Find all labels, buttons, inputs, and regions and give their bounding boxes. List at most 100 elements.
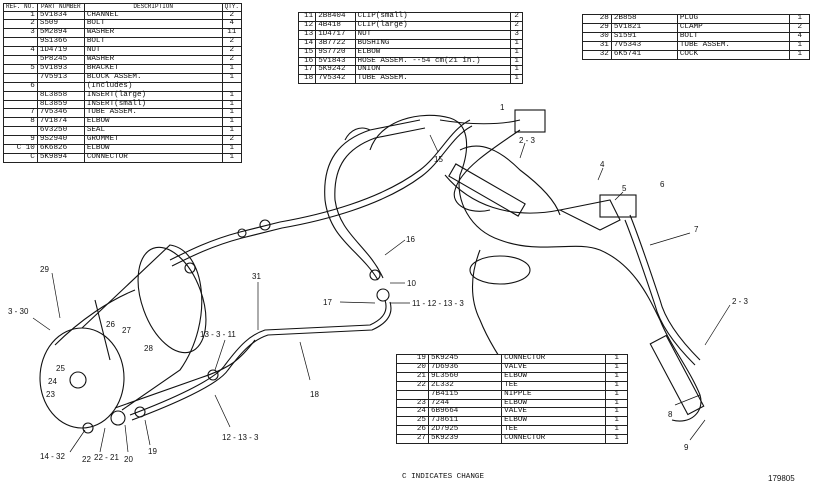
callout-5: 5 <box>622 184 627 193</box>
qty-cell: 1 <box>510 47 523 58</box>
part-number-cell: 6V3250 <box>36 126 85 137</box>
hose-assem-16b <box>334 127 426 279</box>
callout-15: 15 <box>434 155 443 164</box>
qty-cell: 1 <box>510 38 523 49</box>
part-number-cell: 1D4717 <box>315 29 356 40</box>
hose-loop <box>453 129 521 212</box>
channel-lower <box>649 334 705 416</box>
ref-cell: 20 <box>396 362 429 373</box>
tank-strap-2 <box>94 299 111 361</box>
qty-cell: 2 <box>221 55 243 65</box>
part-number-cell: 7B4115 <box>427 389 503 400</box>
qty-cell: 2 <box>510 20 523 31</box>
part-number-cell: 1D4719 <box>36 46 85 57</box>
ref-cell: 22 <box>396 380 429 391</box>
qty-cell: 1 <box>221 144 243 154</box>
callout-14-32: 14 - 32 <box>40 452 65 461</box>
callout-3-30: 3 - 30 <box>8 307 29 316</box>
description-cell: INSERT(large) <box>83 90 223 101</box>
description-cell: NIPPLE <box>501 389 607 400</box>
air-tank-far-end <box>137 246 207 354</box>
part-number-cell: 7V5342 <box>315 74 356 85</box>
clip-fitting-4 <box>237 228 247 238</box>
description-cell: ELBOW <box>354 47 512 58</box>
qty-cell: 4 <box>789 31 810 42</box>
ref-cell <box>3 90 38 101</box>
qty-cell <box>221 81 243 92</box>
callout-22-21: 22 - 21 <box>94 453 119 462</box>
tube-assem-18 <box>114 339 256 409</box>
hose-assem-16 <box>324 119 421 281</box>
part-number-cell: 5K9239 <box>427 434 503 445</box>
ref-cell <box>396 389 429 400</box>
change-note: C INDICATES CHANGE <box>402 473 485 481</box>
callout-28: 28 <box>144 344 153 353</box>
callout-26: 26 <box>106 320 115 329</box>
description-cell: CONNECTOR <box>83 153 223 163</box>
ref-cell <box>3 72 38 83</box>
part-number-cell: 5V1821 <box>610 22 678 33</box>
description-cell: BUSHING <box>354 38 512 49</box>
part-number-cell: 4B418 <box>315 20 356 31</box>
callout-1: 1 <box>500 103 505 112</box>
table-row: 6(Includes) <box>3 81 243 92</box>
ref-cell: 31 <box>582 40 612 51</box>
part-number-cell: 6K5741 <box>610 49 678 60</box>
part-number-cell: 9S2940 <box>36 135 85 146</box>
callout-16: 16 <box>406 235 415 244</box>
ref-cell: 18 <box>297 74 317 85</box>
qty-cell: 11 <box>221 28 243 39</box>
connector-fitting <box>134 406 146 418</box>
description-cell: CLAMP <box>676 22 791 33</box>
callout-2-3-top: 2 - 3 <box>519 136 536 145</box>
description-cell: BOLT <box>83 37 223 48</box>
description-cell: NUT <box>354 29 512 40</box>
part-number-cell: 9L3560 <box>427 371 503 382</box>
callout-10: 10 <box>407 279 416 288</box>
channel-upper <box>448 163 526 217</box>
qty-cell: 1 <box>605 389 628 400</box>
ref-cell: 27 <box>396 434 429 445</box>
ref-cell: 6 <box>3 81 38 92</box>
clip-fitting-2 <box>184 262 196 274</box>
qty-cell: 1 <box>605 434 628 445</box>
part-number-cell <box>36 81 85 92</box>
qty-cell: 1 <box>789 49 810 60</box>
qty-cell: 1 <box>605 380 628 391</box>
part-number-cell: 5P8245 <box>36 55 85 65</box>
bracket-arm <box>459 145 561 216</box>
tube-assem-31b <box>131 301 392 421</box>
qty-cell: 2 <box>221 37 243 48</box>
tank-strap <box>54 289 136 346</box>
hose-to-valve <box>439 119 521 125</box>
qty-cell: 1 <box>605 362 628 373</box>
tube-assem-7b <box>624 219 696 366</box>
tank-fitting <box>69 371 87 389</box>
description-cell: CONNECTOR <box>501 434 607 445</box>
header-desc: DESCRIPTION <box>83 3 223 12</box>
ref-cell: 14 <box>297 38 317 49</box>
